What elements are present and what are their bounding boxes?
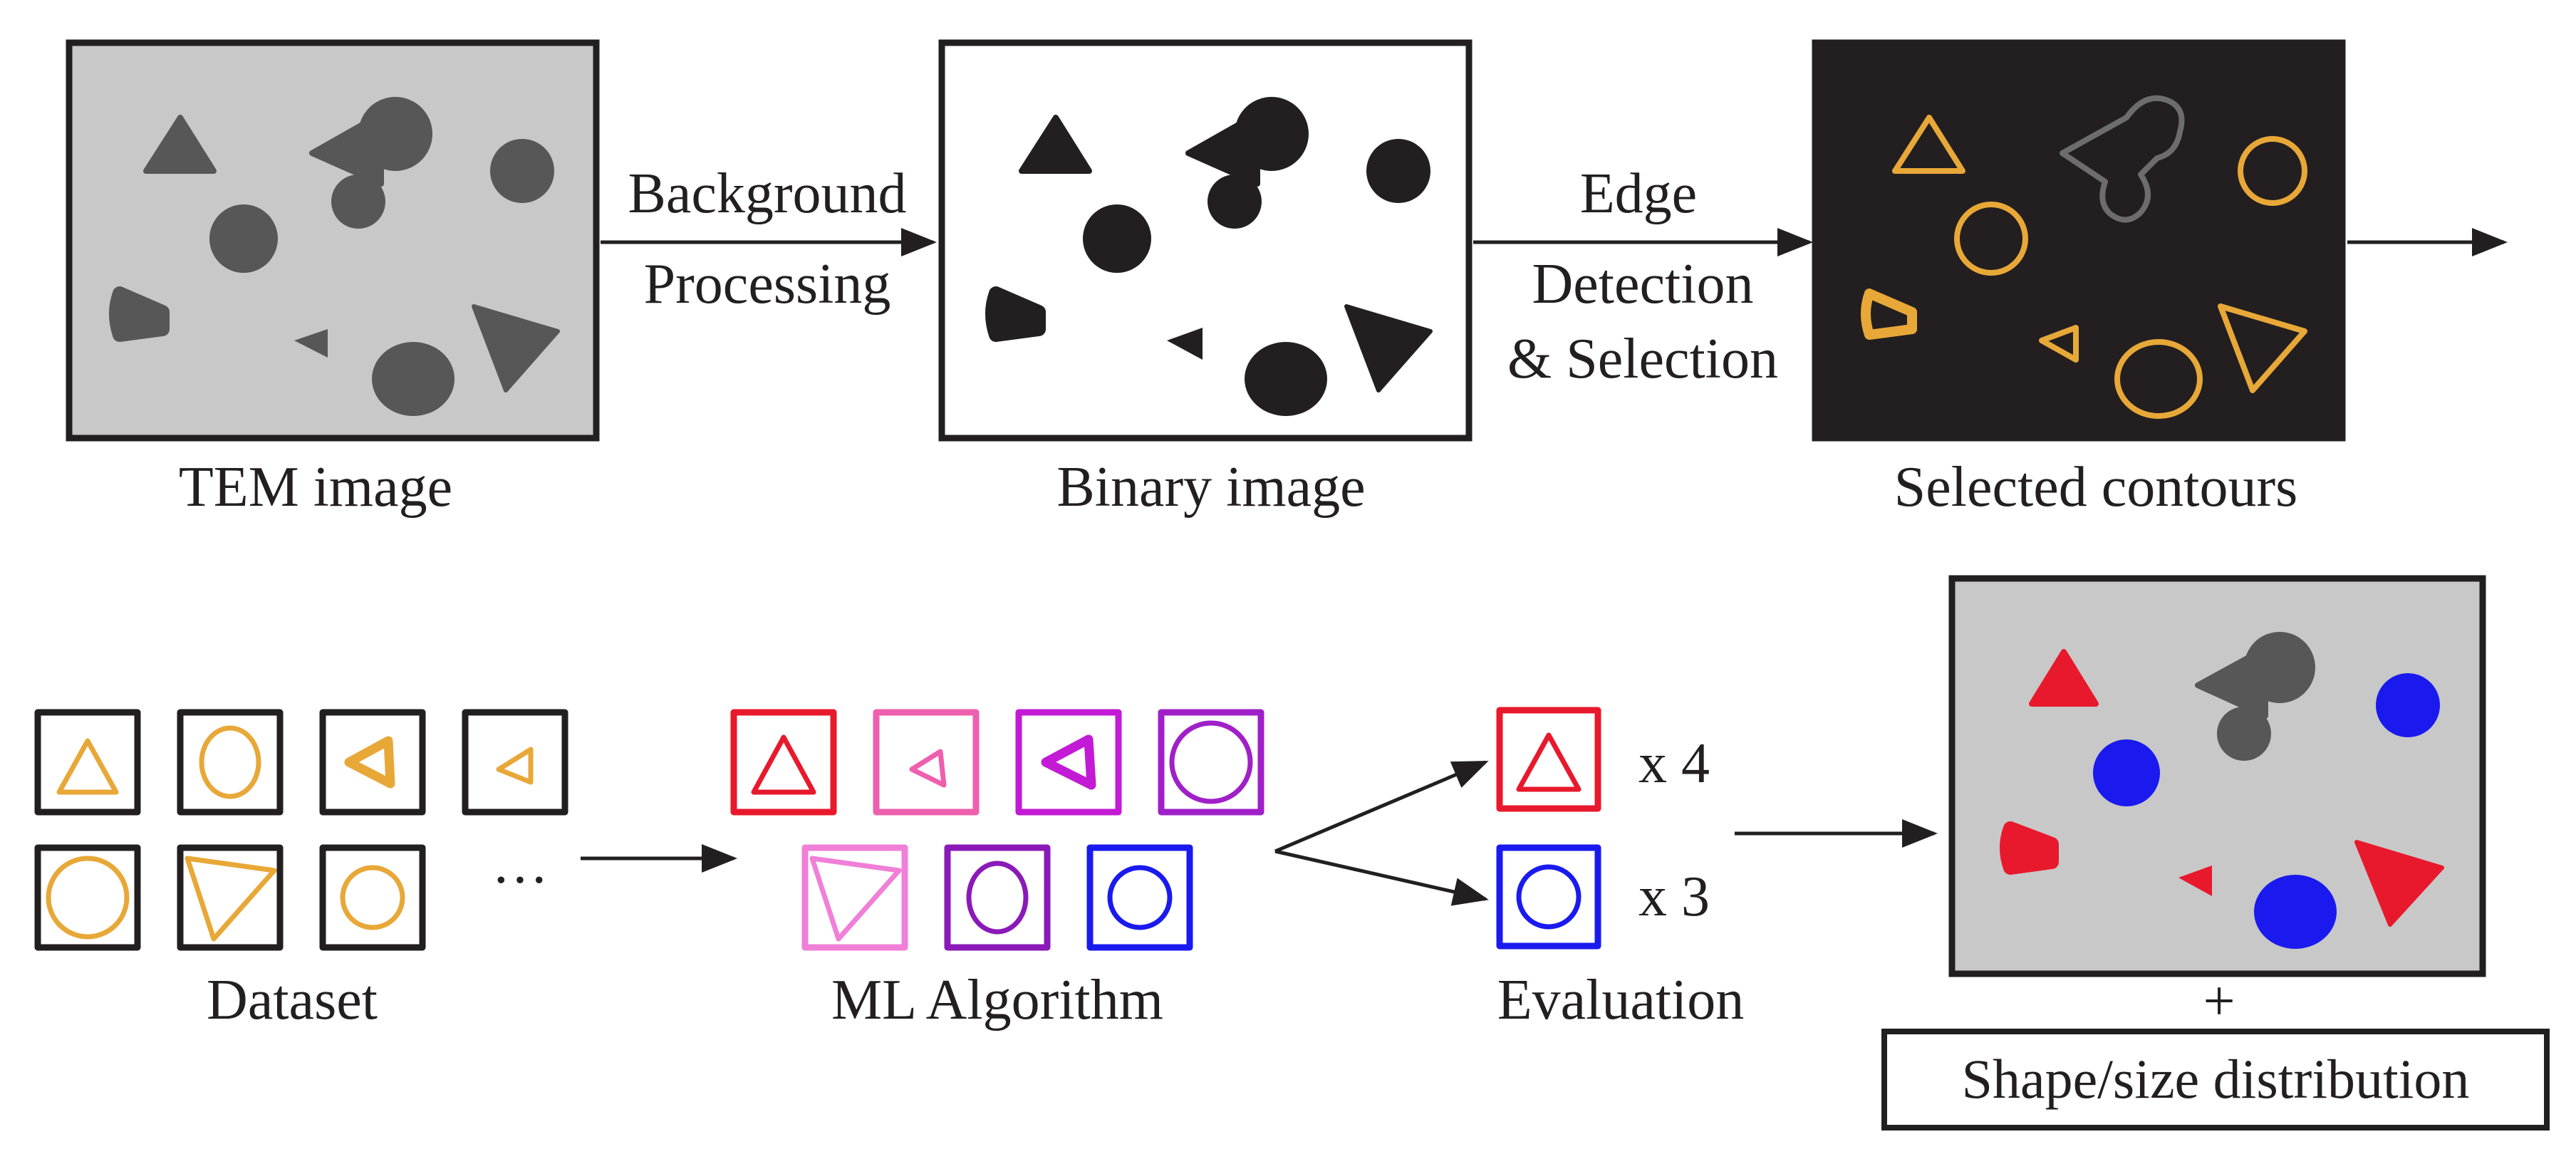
fork-arrow-down (1274, 849, 1489, 906)
result-red-triangle (2354, 840, 2444, 927)
circle-count: x 3 (1638, 866, 1710, 928)
ml-blue-circle (1107, 865, 1173, 930)
contour-triangle (1892, 115, 1965, 174)
plus-sign: + (2203, 970, 2235, 1033)
contour-circle (2114, 339, 2203, 419)
ml-lightpink-triangle (809, 856, 902, 942)
binary-image-panel (938, 39, 1473, 442)
contour-rounded-triangle (1861, 289, 1917, 340)
binary-circle-particle (1245, 342, 1327, 416)
triangle-count: x 4 (1638, 732, 1710, 795)
ml-algorithm-label: ML Algorithm (831, 969, 1163, 1031)
result-red-rounded-triangle (2000, 821, 2059, 875)
ml-red-triangle (751, 734, 816, 795)
evaluation-label: Evaluation (1497, 969, 1745, 1031)
tem-image-label: TEM image (179, 456, 452, 519)
evaluation-red-triangle (1516, 732, 1582, 792)
binary-triangle-particle (1019, 115, 1092, 174)
background-processing-line1: Background (628, 162, 906, 225)
result-blue-circle (2093, 739, 2160, 806)
binary-merged-particle (1185, 97, 1309, 229)
contour-merged-particle (2060, 95, 2185, 223)
tem-circle-particle (372, 342, 455, 416)
tem-small-triangle-particle (294, 329, 328, 358)
binary-small-triangle-particle (1167, 328, 1203, 360)
dataset-rounded-triangle (344, 736, 395, 789)
ml-algorithm-grid (730, 709, 1264, 951)
tem-image-panel (66, 39, 600, 442)
ml-pink-small-triangle (909, 749, 947, 788)
fork-arrow-up (1274, 760, 1489, 853)
dataset-triangle (56, 738, 119, 795)
tem-rounded-triangle-particle (109, 286, 170, 342)
result-red-triangle (2029, 649, 2099, 707)
edge-detection-line3: & Selection (1507, 328, 1778, 390)
ml-violet-circle (966, 861, 1029, 935)
tem-circle-particle (490, 139, 554, 203)
contour-circle (2238, 136, 2307, 206)
background-processing-line2: Processing (644, 253, 891, 316)
distribution-box (1881, 1029, 2550, 1131)
result-blue-circle (2254, 875, 2337, 949)
dataset-circle (340, 865, 405, 930)
ml-magenta-rounded-triangle (1041, 734, 1096, 790)
dataset-ellipsis: ··· (492, 849, 549, 912)
binary-image-label: Binary image (1056, 456, 1365, 519)
edge-detection-line1: Edge (1580, 162, 1697, 225)
binary-circle-particle (1366, 139, 1430, 203)
dataset-triangle (185, 856, 277, 942)
result-blue-circle (2376, 673, 2440, 737)
binary-rounded-triangle-particle (985, 286, 1046, 342)
contour-small-triangle (2039, 325, 2079, 363)
evaluation-blue-circle (1516, 864, 1582, 930)
classified-result-panel (1948, 575, 2486, 977)
binary-circle-particle (1083, 204, 1151, 273)
distribution-label: Shape/size distribution (1962, 1048, 2470, 1110)
selected-contours-panel (1812, 39, 2346, 442)
dataset-grid (34, 709, 568, 951)
result-merged-particle (2195, 632, 2315, 761)
selected-contours-label: Selected contours (1894, 456, 2297, 519)
ml-purple-circle (1169, 720, 1253, 804)
dataset-small-triangle (496, 747, 534, 785)
contour-triangle (2218, 303, 2307, 393)
tem-merged-particle (309, 97, 432, 229)
dataset-label: Dataset (207, 969, 378, 1031)
binary-triangle-particle (1344, 304, 1433, 393)
result-red-small-triangle (2178, 866, 2212, 896)
edge-detection-line2: Detection (1532, 253, 1754, 316)
contour-circle (1954, 202, 2028, 276)
dataset-circle (46, 856, 130, 940)
evaluation-group (1496, 707, 1601, 950)
tem-circle-particle (209, 204, 278, 273)
dataset-circle (199, 725, 261, 799)
tem-triangle-particle (143, 115, 217, 174)
tem-triangle-particle (472, 304, 560, 393)
